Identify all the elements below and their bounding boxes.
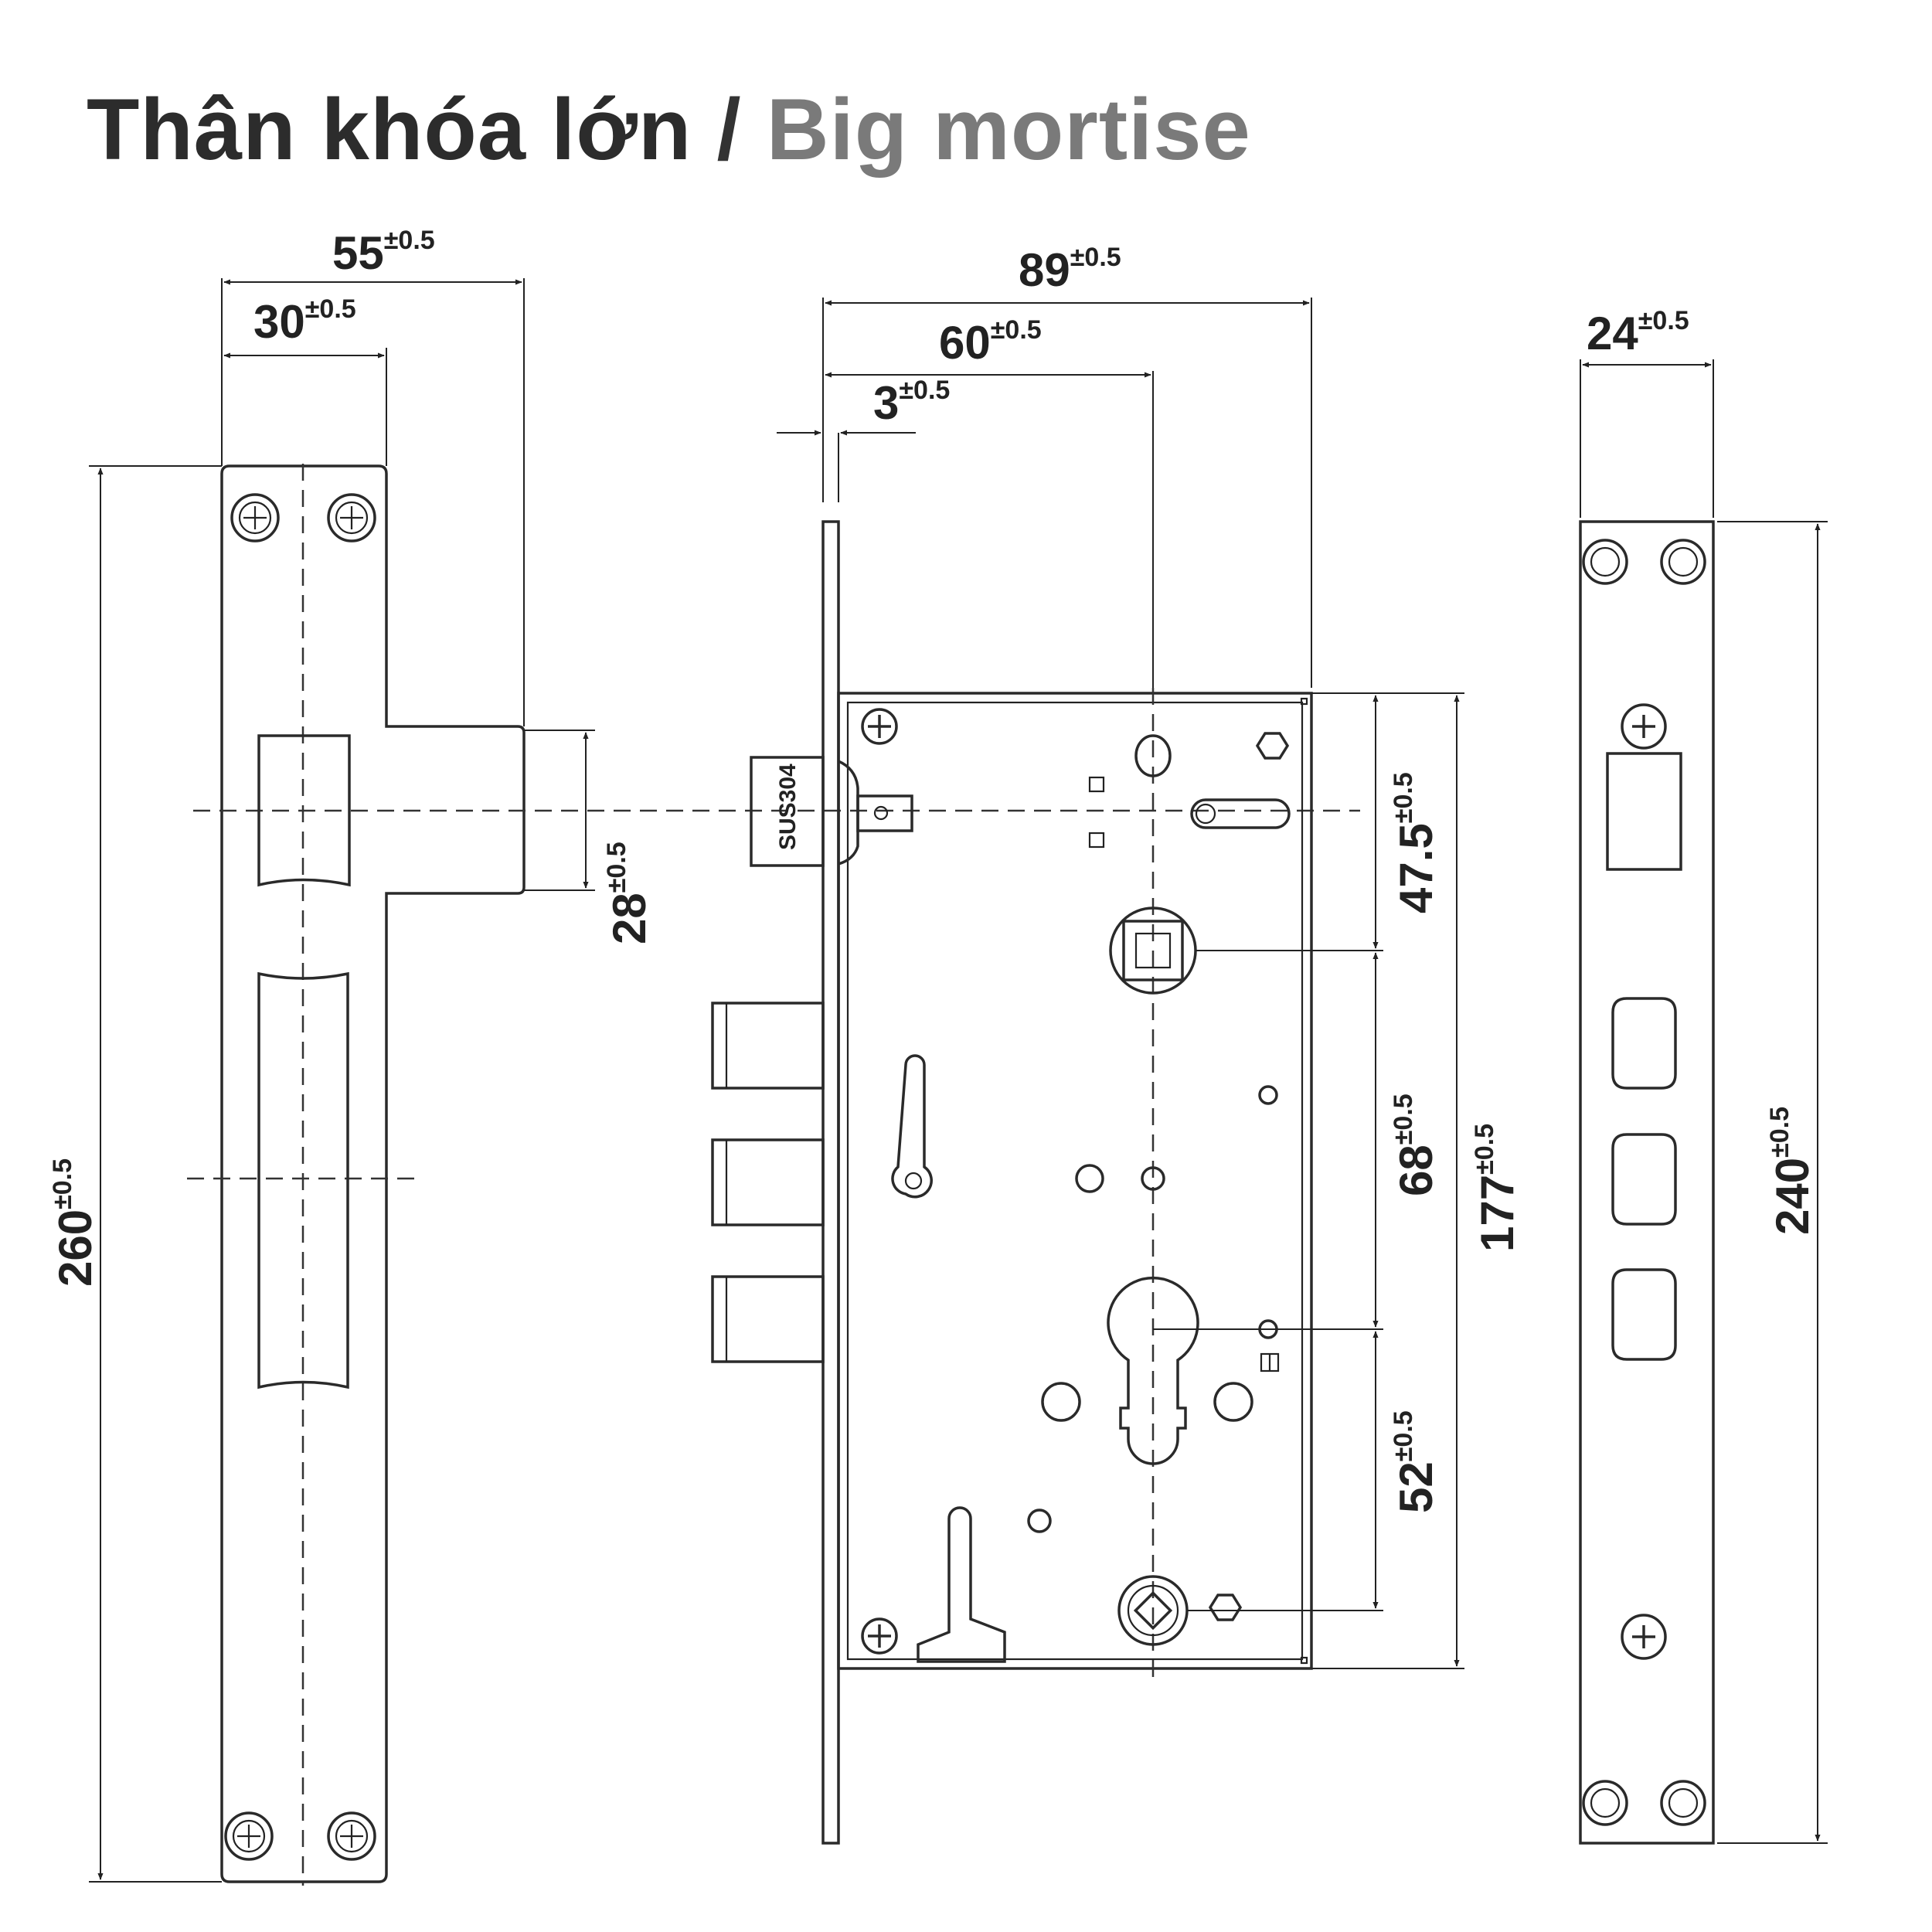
latch-28-label: 28±0.5: [602, 842, 655, 944]
hex-nut-icon: [1208, 1594, 1243, 1621]
strike-height-240-label: 240±0.5: [1765, 1107, 1818, 1235]
spindle-cylinder-68-label: 68±0.5: [1389, 1094, 1442, 1196]
case-screw-icon: [861, 1617, 898, 1655]
cylinder-bottom-52-label: 52±0.5: [1389, 1410, 1442, 1513]
strike-phillips-screw-icon: [1621, 1614, 1667, 1660]
material-marking: SUS304: [775, 764, 801, 850]
strike-plate-view: 24±0.5 240±0.5: [1579, 306, 1828, 1845]
spindle-47-label: 47.5±0.5: [1389, 772, 1442, 913]
front-plate: [821, 520, 840, 1845]
strike-plate-outline: [1579, 520, 1715, 1845]
bottom-lever: [917, 1506, 1006, 1663]
backset-60-label: 60±0.5: [939, 315, 1042, 369]
title-vietnamese: Thân khóa lớn: [87, 81, 692, 178]
trigger-slot: [891, 1054, 933, 1199]
strike-screw-icon: [1582, 539, 1628, 585]
latch-slot-track: [1190, 798, 1291, 829]
faceplate-view: 55±0.5 30±0.5 260±0.5 28±0.5: [48, 226, 1360, 1886]
faceplate-screw-icon: [327, 493, 376, 543]
strike-screw-icon: [1660, 539, 1706, 585]
strike-bolt-opening: [1611, 1133, 1677, 1226]
height-260-label: 260±0.5: [48, 1158, 101, 1287]
deadbolt: [711, 1002, 825, 1363]
front-3-label: 3±0.5: [873, 376, 950, 429]
lock-case: [837, 692, 1313, 1670]
strike-width-24-label: 24±0.5: [1587, 306, 1689, 359]
title-english: Big mortise: [766, 81, 1251, 178]
strike-phillips-screw-icon: [1621, 703, 1667, 750]
title-separator: /: [716, 81, 742, 178]
width-30-label: 30±0.5: [253, 294, 356, 348]
case-177-label: 177±0.5: [1470, 1124, 1523, 1252]
cylinder-cutout: [1107, 1276, 1199, 1465]
faceplate-screw-icon: [230, 493, 280, 543]
faceplate-screw-icon: [327, 1811, 376, 1861]
faceplate-screw-icon: [224, 1811, 274, 1861]
bolt-slot: [257, 971, 349, 1389]
strike-screw-icon: [1660, 1780, 1706, 1826]
width-55-label: 55±0.5: [332, 226, 435, 279]
faceplate-outline: [220, 464, 526, 1883]
hex-nut-icon: [1255, 732, 1290, 760]
lock-body-view: SUS304: [711, 243, 1523, 1845]
latch-slot: [257, 734, 351, 887]
page-title: Thân khóa lớn / Big mortise: [87, 87, 1251, 173]
strike-bolt-opening: [1611, 1268, 1677, 1361]
strike-bolt-opening: [1611, 997, 1677, 1090]
case-screw-icon: [861, 708, 898, 745]
strike-latch-opening: [1606, 752, 1682, 871]
depth-89-label: 89±0.5: [1019, 243, 1121, 296]
latch-bolt: SUS304: [750, 756, 913, 867]
strike-screw-icon: [1582, 1780, 1628, 1826]
